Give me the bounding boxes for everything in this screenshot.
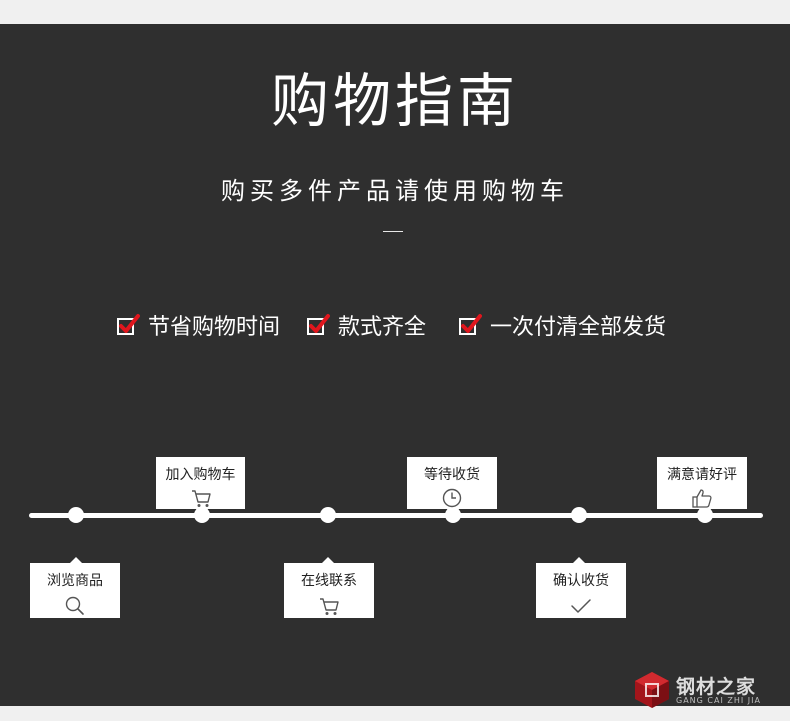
timeline-node: [320, 507, 336, 523]
step-confirm-receipt: 确认收货: [536, 563, 626, 618]
timeline-line: [29, 513, 763, 518]
step-await-delivery: 等待收货: [407, 457, 497, 509]
feature-single-payment: 一次付清全部发货: [458, 309, 666, 341]
step-label: 满意请好评: [667, 467, 737, 483]
cart-icon: [320, 598, 339, 615]
step-leave-review: 满意请好评: [657, 457, 747, 509]
step-browse-products: 浏览商品: [30, 563, 120, 618]
step-label: 等待收货: [424, 467, 480, 483]
step-label: 在线联系: [301, 573, 357, 589]
timeline-node: [571, 507, 587, 523]
subtitle-divider: [383, 231, 403, 232]
step-label: 浏览商品: [47, 573, 103, 589]
feature-save-time: 节省购物时间: [116, 309, 280, 341]
feature-label: 节省购物时间: [148, 315, 281, 340]
step-pointer: [699, 509, 711, 515]
step-pointer: [196, 509, 208, 515]
step-label: 确认收货: [553, 573, 609, 589]
step-pointer: [322, 557, 334, 563]
timeline-node: [68, 507, 84, 523]
search-icon: [65, 596, 84, 615]
step-contact-online: 在线联系: [284, 563, 374, 618]
watermark-name: 钢材之家: [676, 676, 757, 698]
feature-label: 一次付清全部发货: [490, 315, 667, 340]
clock-icon: [442, 488, 462, 508]
watermark-pinyin: GANG CAI ZHI JIA: [676, 696, 761, 705]
guide-panel: [0, 24, 790, 706]
feature-label: 款式齐全: [338, 315, 427, 340]
watermark-logo-icon: [635, 672, 669, 708]
step-pointer: [447, 509, 459, 515]
checkbox-check-icon: [117, 314, 140, 335]
feature-full-range: 款式齐全: [306, 309, 426, 341]
checkbox-check-icon: [459, 314, 482, 335]
step-pointer: [573, 557, 585, 563]
watermark: 钢材之家 GANG CAI ZHI JIA: [632, 670, 782, 710]
cart-icon: [191, 490, 211, 507]
step-add-to-cart: 加入购物车: [156, 457, 245, 509]
step-label: 加入购物车: [165, 467, 236, 483]
step-pointer: [70, 557, 82, 563]
checkmark-icon: [571, 599, 591, 613]
checkbox-check-icon: [307, 314, 330, 335]
thumbs-up-icon: [692, 489, 712, 508]
page-subtitle: 购买多件产品请使用购物车: [221, 177, 569, 205]
page-title: 购物指南: [270, 67, 519, 135]
